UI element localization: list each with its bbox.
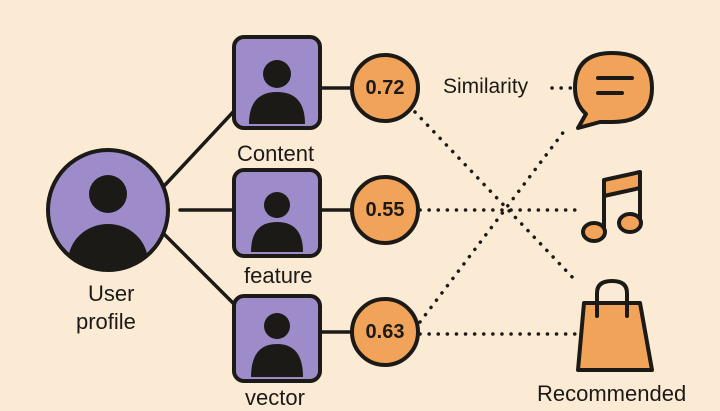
feature-box-vector	[232, 294, 322, 383]
dotted-link-063-bubble	[418, 128, 567, 324]
person-icon	[68, 175, 148, 270]
user-node	[46, 148, 170, 272]
speech-bubble-icon	[573, 51, 654, 130]
similarity-label: Similarity	[443, 75, 529, 98]
person-icon	[251, 192, 303, 252]
feature-label-feature: feature	[244, 263, 313, 288]
score-circle-feature	[350, 175, 420, 245]
connector-user-content	[163, 108, 237, 187]
shopping-bag-icon	[576, 278, 654, 372]
person-icon	[249, 60, 305, 124]
recommended-label: Recommended	[537, 381, 687, 406]
user-label-line2: profile	[76, 309, 136, 334]
score-circle-vector	[350, 297, 420, 367]
connector-user-vector	[163, 233, 237, 307]
person-icon	[251, 313, 303, 377]
score-value-feature: 0.55	[365, 199, 405, 221]
user-label-line1: User	[88, 281, 135, 306]
score-value-vector: 0.63	[365, 321, 405, 343]
score-value-content: 0.72	[365, 77, 405, 99]
feature-box-feature	[232, 168, 322, 258]
music-note-icon	[581, 170, 643, 243]
feature-label-vector: vector	[245, 385, 305, 410]
score-circle-content	[350, 53, 420, 123]
feature-box-content	[232, 35, 322, 130]
feature-label-content: Content	[237, 141, 315, 166]
dotted-link-072-bag	[413, 110, 577, 282]
